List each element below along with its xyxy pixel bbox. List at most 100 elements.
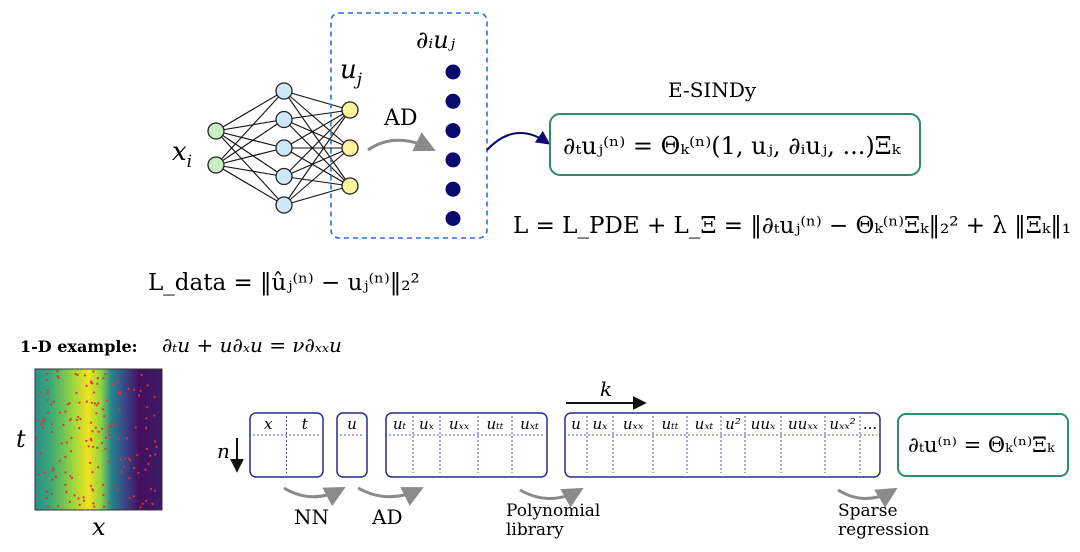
sample-point [50,403,53,406]
poly-step-label-2: library [506,520,564,540]
sample-points [35,370,158,509]
sample-point [100,442,103,445]
hidden-node [275,167,293,186]
network-edge [215,119,285,166]
sample-point [83,374,87,377]
output-node [341,177,359,195]
sample-point [82,496,85,499]
sample-point [52,469,55,472]
sample-point [78,503,81,506]
sample-point [137,471,140,474]
network-edge [215,118,285,132]
sample-point [64,410,67,413]
sample-point [108,460,111,463]
sample-point [76,415,80,419]
sample-point [57,376,60,379]
hidden-node [275,139,293,157]
sample-point [42,418,45,421]
sample-point [85,384,88,387]
sample-point [92,502,95,505]
ad-arrow-label: AD [383,106,418,131]
sample-point [109,424,112,427]
sample-point [89,461,92,464]
sample-point [90,381,93,384]
sample-point [92,370,95,373]
sample-point [104,373,107,376]
hidden-node [275,196,293,214]
derivative-dot [445,181,461,197]
network-edge [283,118,351,149]
sample-point [77,497,80,500]
derivative-dot [445,64,461,80]
network-edge [283,147,351,178]
esindy-equation: ∂ₜuⱼ⁽ⁿ⁾ = Θₖ⁽ⁿ⁾(1, uⱼ, ∂ᵢuⱼ, ...)Ξₖ [563,132,902,160]
sample-point [64,455,67,459]
sample-point [82,499,86,502]
sample-point [102,483,105,486]
sample-point [128,496,131,499]
sample-point [66,403,69,406]
k-label: k [600,377,612,401]
sample-point [118,408,121,411]
network-edge [215,164,285,206]
sample-point [146,384,149,387]
input-node [207,156,225,174]
sample-point [124,457,127,460]
sample-point [132,495,135,498]
derivative-dot [445,123,461,139]
sample-point [78,401,81,404]
sample-point [93,505,96,508]
sample-point [112,383,115,386]
sample-point [64,471,67,474]
sample-point [73,494,76,497]
output-label: uj [340,55,363,90]
n-label: n [217,439,230,463]
sample-point [91,430,94,433]
total-loss-equation: L = L_PDE + L_Ξ = ‖∂ₜuⱼ⁽ⁿ⁾ − Θₖ⁽ⁿ⁾Ξₖ‖₂² … [513,213,1071,239]
network-edge [283,175,351,187]
matrix-column-label: uuₓₓ [788,415,819,433]
sample-point [50,430,54,433]
sample-point [36,473,40,476]
sample-point [133,388,136,391]
sample-point [65,441,68,444]
network-edge [215,130,285,177]
sample-point [149,454,152,457]
matrix-column-label: u [347,415,357,433]
sample-point [76,373,79,376]
data-loss-equation: L_data = ‖ûⱼ⁽ⁿ⁾ − uⱼ⁽ⁿ⁾‖₂² [148,270,420,296]
sample-point [105,399,109,402]
ad-arrow [367,132,436,152]
esindy-equation-box [549,113,921,176]
sample-point [39,452,42,455]
ad-step-label: AD [371,505,402,529]
sample-point [69,450,73,453]
sparse-step-label-2: regression [838,520,929,540]
sample-point [96,382,99,385]
sample-point [46,392,49,395]
sample-point [45,490,48,493]
sample-point [126,437,129,440]
sample-point [79,417,82,421]
sample-point [74,372,77,376]
sample-point [45,496,48,499]
network-edge [283,147,351,187]
sample-point [104,436,107,439]
network-edge [215,90,285,166]
sample-point [128,477,131,480]
sample-point [144,426,148,429]
sample-point [140,373,143,377]
sample-point [90,421,93,424]
matrix-column-label: uₜₜ [661,415,678,433]
heatmap-x-label: x [92,513,106,541]
sample-point [46,389,49,392]
matrix-column-label: uₓ [419,415,435,433]
sample-point [111,422,114,425]
sample-point [145,499,148,502]
sample-point [42,420,45,423]
heatmap-y-label: t [16,425,26,453]
sample-point [56,370,59,373]
sample-point [112,381,115,384]
sample-point [102,505,106,508]
sample-point [153,414,156,417]
